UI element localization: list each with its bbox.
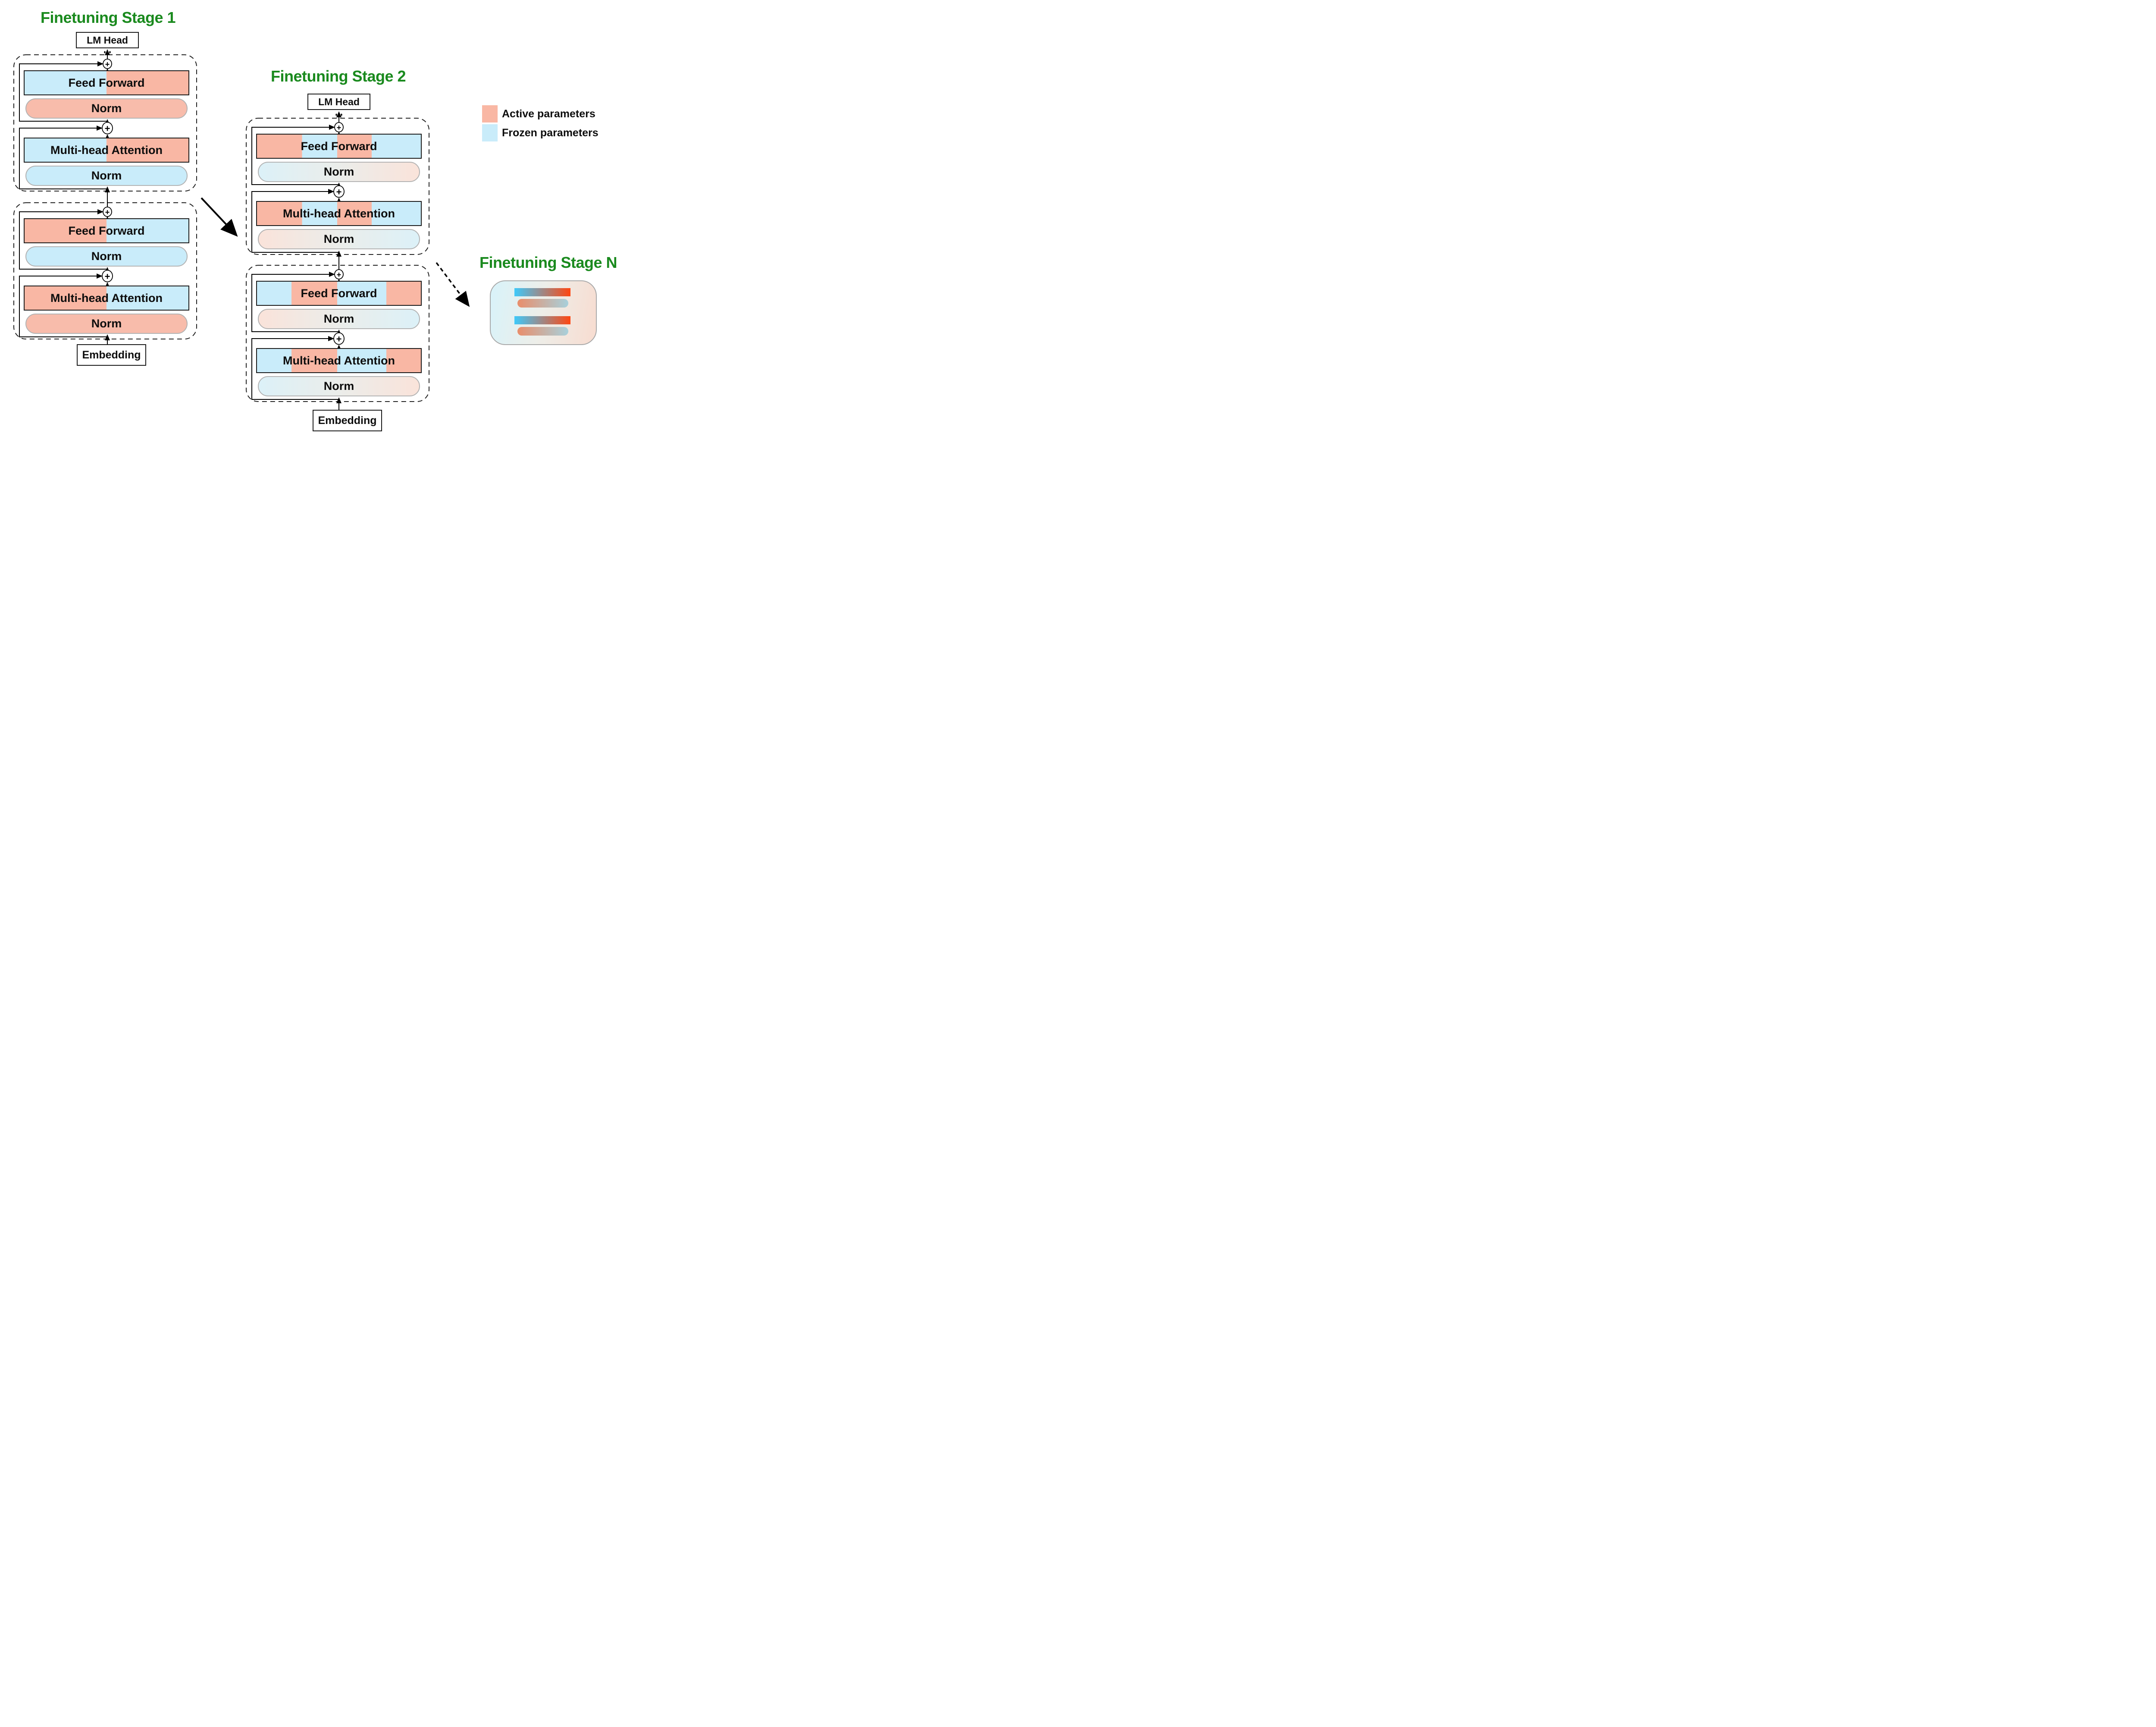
stageN-gradient-pill <box>517 299 568 308</box>
stage2-top-norm-pill-gradient: Norm <box>258 229 420 249</box>
plus-glyph: + <box>105 123 110 134</box>
diagram-wires-layer: + + + + + + + <box>13 49 470 410</box>
stage1-top-feed-forward-block: Feed Forward <box>24 70 189 95</box>
legend-frozen-label: Frozen parameters <box>502 127 599 139</box>
plus-glyph: + <box>336 334 342 345</box>
stage2-bottom-norm-pill-gradient: Norm <box>258 309 420 329</box>
stage2-top-multi-head-attention-block: Multi-head Attention <box>256 201 422 226</box>
stage1-to-stage2-arrow <box>201 197 238 237</box>
stageN-gradient-pill <box>517 327 568 336</box>
stage2-title: Finetuning Stage 2 <box>271 67 406 85</box>
residual-add-circles: + + + + + + + <box>102 59 345 345</box>
residual-skip-line <box>251 125 339 185</box>
plus-circle: + <box>333 185 345 198</box>
norm-label: Norm <box>91 169 122 182</box>
stage1-bottom-norm-pill-frozen: Norm <box>25 246 188 267</box>
stage1-title: Finetuning Stage 1 <box>41 9 176 26</box>
legend-active-swatch <box>482 105 498 122</box>
plus-circle: + <box>103 59 112 69</box>
stage1-bottom-norm-pill-active: Norm <box>25 314 188 334</box>
legend-frozen-swatch <box>482 124 498 141</box>
stage1-lm-head-box: LM Head <box>76 32 139 48</box>
feed-forward-label: Feed Forward <box>68 76 145 89</box>
stageN-gradient-bar <box>514 316 570 324</box>
stage1-embedding-box: Embedding <box>77 344 146 366</box>
stage1-bottom-multi-head-attention-block: Multi-head Attention <box>24 286 189 311</box>
feed-forward-label: Feed Forward <box>301 139 377 153</box>
lm-head-label: LM Head <box>318 96 360 107</box>
residual-skip-line <box>251 189 339 253</box>
norm-label: Norm <box>323 312 354 325</box>
plus-circle: + <box>102 270 113 283</box>
stage2-bottom-feed-forward-block: Feed Forward <box>256 281 422 306</box>
stageN-gradient-bar <box>514 288 570 296</box>
residual-skip-line <box>251 272 339 332</box>
multi-head-attention-label: Multi-head Attention <box>50 143 163 157</box>
plus-glyph: + <box>337 270 342 279</box>
plus-glyph: + <box>105 271 110 282</box>
feed-forward-label: Feed Forward <box>68 224 145 237</box>
stage2-to-stageN-dashed-arrow <box>436 262 470 307</box>
plus-circle: + <box>334 269 344 279</box>
plus-glyph: + <box>337 123 342 132</box>
multi-head-attention-label: Multi-head Attention <box>283 354 395 367</box>
plus-circle: + <box>103 207 112 217</box>
ellipsis-dots <box>104 51 342 116</box>
plus-glyph: + <box>105 208 110 217</box>
norm-label: Norm <box>91 102 122 115</box>
stage1-top-norm-pill-active: Norm <box>25 98 188 119</box>
stage2-top-feed-forward-block: Feed Forward <box>256 134 422 159</box>
multi-head-attention-label: Multi-head Attention <box>283 207 395 220</box>
stage1-top-norm-pill-frozen: Norm <box>25 166 188 186</box>
residual-skip-line <box>19 61 107 122</box>
stage2-lm-head-box: LM Head <box>307 94 370 110</box>
stage2-bottom-multi-head-attention-block: Multi-head Attention <box>256 348 422 373</box>
plus-circle: + <box>102 122 113 135</box>
plus-circle: + <box>333 332 345 345</box>
residual-skip-line <box>19 126 107 189</box>
stage2-top-norm-pill-gradient: Norm <box>258 162 420 182</box>
plus-glyph: + <box>336 187 342 198</box>
stage1-top-multi-head-attention-block: Multi-head Attention <box>24 138 189 163</box>
plus-glyph: + <box>105 60 110 69</box>
lm-head-label: LM Head <box>87 34 128 46</box>
norm-label: Norm <box>91 317 122 330</box>
residual-skip-line <box>19 273 107 337</box>
norm-label: Norm <box>91 250 122 263</box>
legend-active-label: Active parameters <box>502 108 595 120</box>
stage1-bottom-feed-forward-block: Feed Forward <box>24 218 189 243</box>
stageN-title: Finetuning Stage N <box>479 254 617 271</box>
norm-label: Norm <box>323 232 354 245</box>
feed-forward-label: Feed Forward <box>301 286 377 300</box>
residual-skip-line <box>251 336 339 400</box>
plus-circle: + <box>334 122 344 132</box>
multi-head-attention-label: Multi-head Attention <box>50 291 163 305</box>
norm-label: Norm <box>323 380 354 392</box>
stage2-embedding-box: Embedding <box>313 410 382 431</box>
embedding-label: Embedding <box>318 414 377 427</box>
residual-skip-line <box>19 209 107 270</box>
embedding-label: Embedding <box>82 349 141 361</box>
norm-label: Norm <box>323 165 354 178</box>
finetuning-stages-diagram: + + + + + + + <box>0 0 624 432</box>
stage2-bottom-norm-pill-gradient: Norm <box>258 376 420 396</box>
